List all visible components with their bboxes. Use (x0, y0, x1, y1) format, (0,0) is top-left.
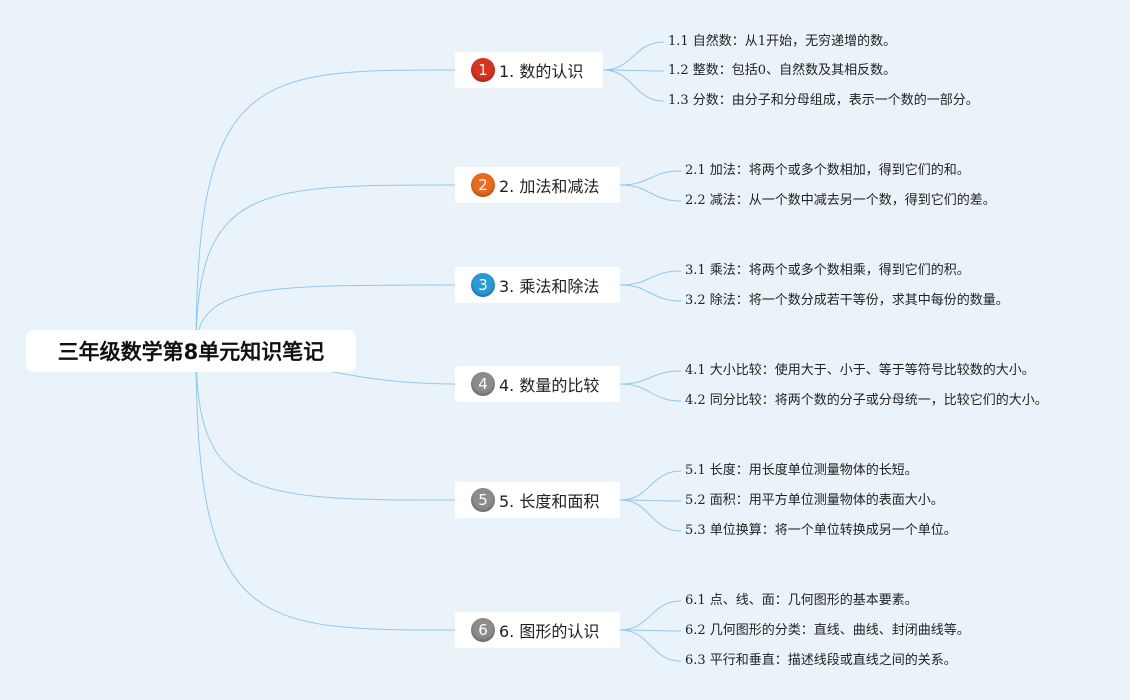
subtopic-2-2[interactable]: 2.2 减法：从一个数中减去另一个数，得到它们的差。 (685, 193, 996, 208)
leaf-connector-6-2 (619, 629, 682, 632)
subtopic-6-3[interactable]: 6.3 平行和垂直：描述线段或直线之间的关系。 (685, 653, 957, 668)
subtopic-2-1[interactable]: 2.1 加法：将两个或多个数相加，得到它们的和。 (685, 163, 970, 178)
root-connector-3 (195, 284, 456, 352)
subtopic-5-1[interactable]: 5.1 长度：用长度单位测量物体的长短。 (685, 463, 918, 478)
number-1-icon: 1 (471, 58, 495, 82)
subtopic-5-2[interactable]: 5.2 面积：用平方单位测量物体的表面大小。 (685, 493, 944, 508)
number-2-icon: 2 (471, 173, 495, 197)
root-connector-2 (195, 184, 456, 352)
root-topic[interactable]: 三年级数学第8单元知识笔记 (26, 330, 356, 372)
subtopic-6-2[interactable]: 6.2 几何图形的分类：直线、曲线、封闭曲线等。 (685, 623, 970, 638)
root-connector-1 (195, 69, 456, 352)
leaf-connector-1-3 (602, 69, 665, 102)
number-5-icon: 5 (471, 488, 495, 512)
leaf-connector-2-2 (619, 184, 682, 202)
number-3-icon: 3 (471, 273, 495, 297)
branch-topic-6[interactable]: 6 6. 图形的认识 (455, 612, 620, 648)
root-connector-6 (195, 350, 456, 631)
branch-label: 4. 数量的比较 (499, 376, 600, 395)
root-connector-5 (195, 350, 456, 501)
branch-topic-1[interactable]: 1 1. 数的认识 (455, 52, 603, 88)
branch-topic-2[interactable]: 2 2. 加法和减法 (455, 167, 620, 203)
leaf-connector-1-1 (602, 41, 665, 71)
branch-label: 5. 长度和面积 (499, 492, 600, 511)
leaf-connector-4-1 (619, 370, 682, 385)
subtopic-1-3[interactable]: 1.3 分数：由分子和分母组成，表示一个数的一部分。 (668, 93, 979, 108)
leaf-connector-1-2 (602, 69, 665, 72)
branch-topic-5[interactable]: 5 5. 长度和面积 (455, 482, 620, 518)
leaf-connector-6-3 (619, 629, 682, 662)
subtopic-1-2[interactable]: 1.2 整数：包括0、自然数及其相反数。 (668, 63, 897, 78)
subtopic-3-2[interactable]: 3.2 除法：将一个数分成若干等份，求其中每份的数量。 (685, 293, 1009, 308)
subtopic-4-1[interactable]: 4.1 大小比较：使用大于、小于、等于等符号比较数的大小。 (685, 363, 1035, 378)
number-6-icon: 6 (471, 618, 495, 642)
branch-topic-4[interactable]: 4 4. 数量的比较 (455, 366, 620, 402)
branch-topic-3[interactable]: 3 3. 乘法和除法 (455, 267, 620, 303)
branch-label: 3. 乘法和除法 (499, 277, 600, 296)
subtopic-6-1[interactable]: 6.1 点、线、面：几何图形的基本要素。 (685, 593, 918, 608)
branch-label: 2. 加法和减法 (499, 177, 600, 196)
branch-label: 1. 数的认识 (499, 62, 584, 81)
leaf-connector-2-1 (619, 170, 682, 186)
leaf-connector-5-1 (619, 470, 682, 501)
leaf-connector-5-2 (619, 499, 682, 502)
leaf-connector-5-3 (619, 499, 682, 532)
leaf-connector-3-1 (619, 270, 682, 286)
root-topic-label: 三年级数学第8单元知识笔记 (57, 340, 325, 364)
subtopic-1-1[interactable]: 1.1 自然数：从1开始，无穷递增的数。 (668, 34, 897, 49)
leaf-connector-6-1 (619, 600, 682, 631)
subtopic-5-3[interactable]: 5.3 单位换算：将一个单位转换成另一个单位。 (685, 523, 957, 538)
subtopic-3-1[interactable]: 3.1 乘法：将两个或多个数相乘，得到它们的积。 (685, 263, 970, 278)
number-4-icon: 4 (471, 372, 495, 396)
leaf-connector-3-2 (619, 284, 682, 302)
branch-label: 6. 图形的认识 (499, 622, 600, 641)
subtopic-4-2[interactable]: 4.2 同分比较：将两个数的分子或分母统一，比较它们的大小。 (685, 393, 1048, 408)
leaf-connector-4-2 (619, 383, 682, 402)
